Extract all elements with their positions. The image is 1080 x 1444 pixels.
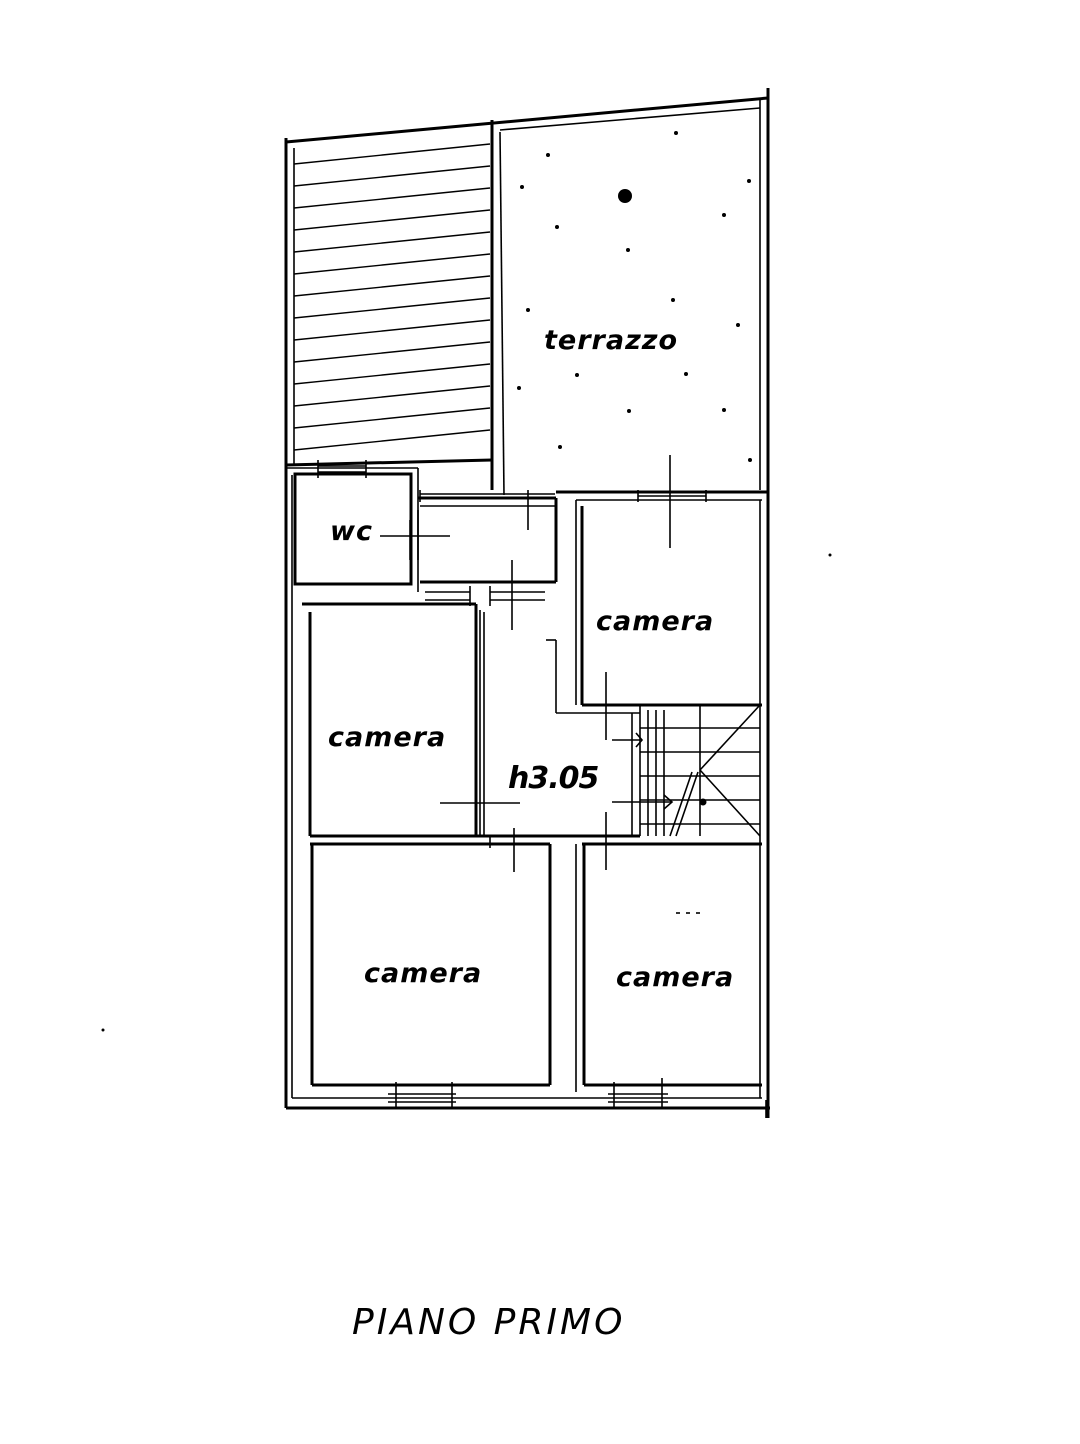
floor-title: PIANO PRIMO [352,1302,625,1343]
terrazzo-label: terrazzo [544,325,678,356]
hatch-line [293,165,491,187]
hatched-area [293,143,491,451]
hatch-line [293,341,491,363]
hatch-line [293,319,491,341]
hatch-line [293,231,491,253]
openings [317,88,769,1118]
terrace-dots [101,131,832,1032]
wc-label: wc [330,516,373,547]
interior-walls [286,467,768,1092]
hatch-line [293,297,491,319]
hatch-line [293,275,491,297]
outer-walls [284,88,770,1118]
hatch-line [293,429,491,451]
staircase [612,704,761,837]
hatch-line [293,363,491,385]
ceiling-height-label: h3.05 [508,761,599,796]
camera-upper-right-label: camera [596,606,714,637]
room-labels: terrazzo wc camera camera camera camera … [328,325,734,993]
hatch-line [293,385,491,407]
camera-middle-left-label: camera [328,722,446,753]
hatch-line [293,253,491,275]
hatch-line [293,407,491,429]
hatch-line [293,187,491,209]
camera-lower-right-label: camera [616,962,734,993]
hatch-line [293,209,491,231]
camera-lower-left-label: camera [364,958,482,989]
hatch-line [293,143,491,165]
